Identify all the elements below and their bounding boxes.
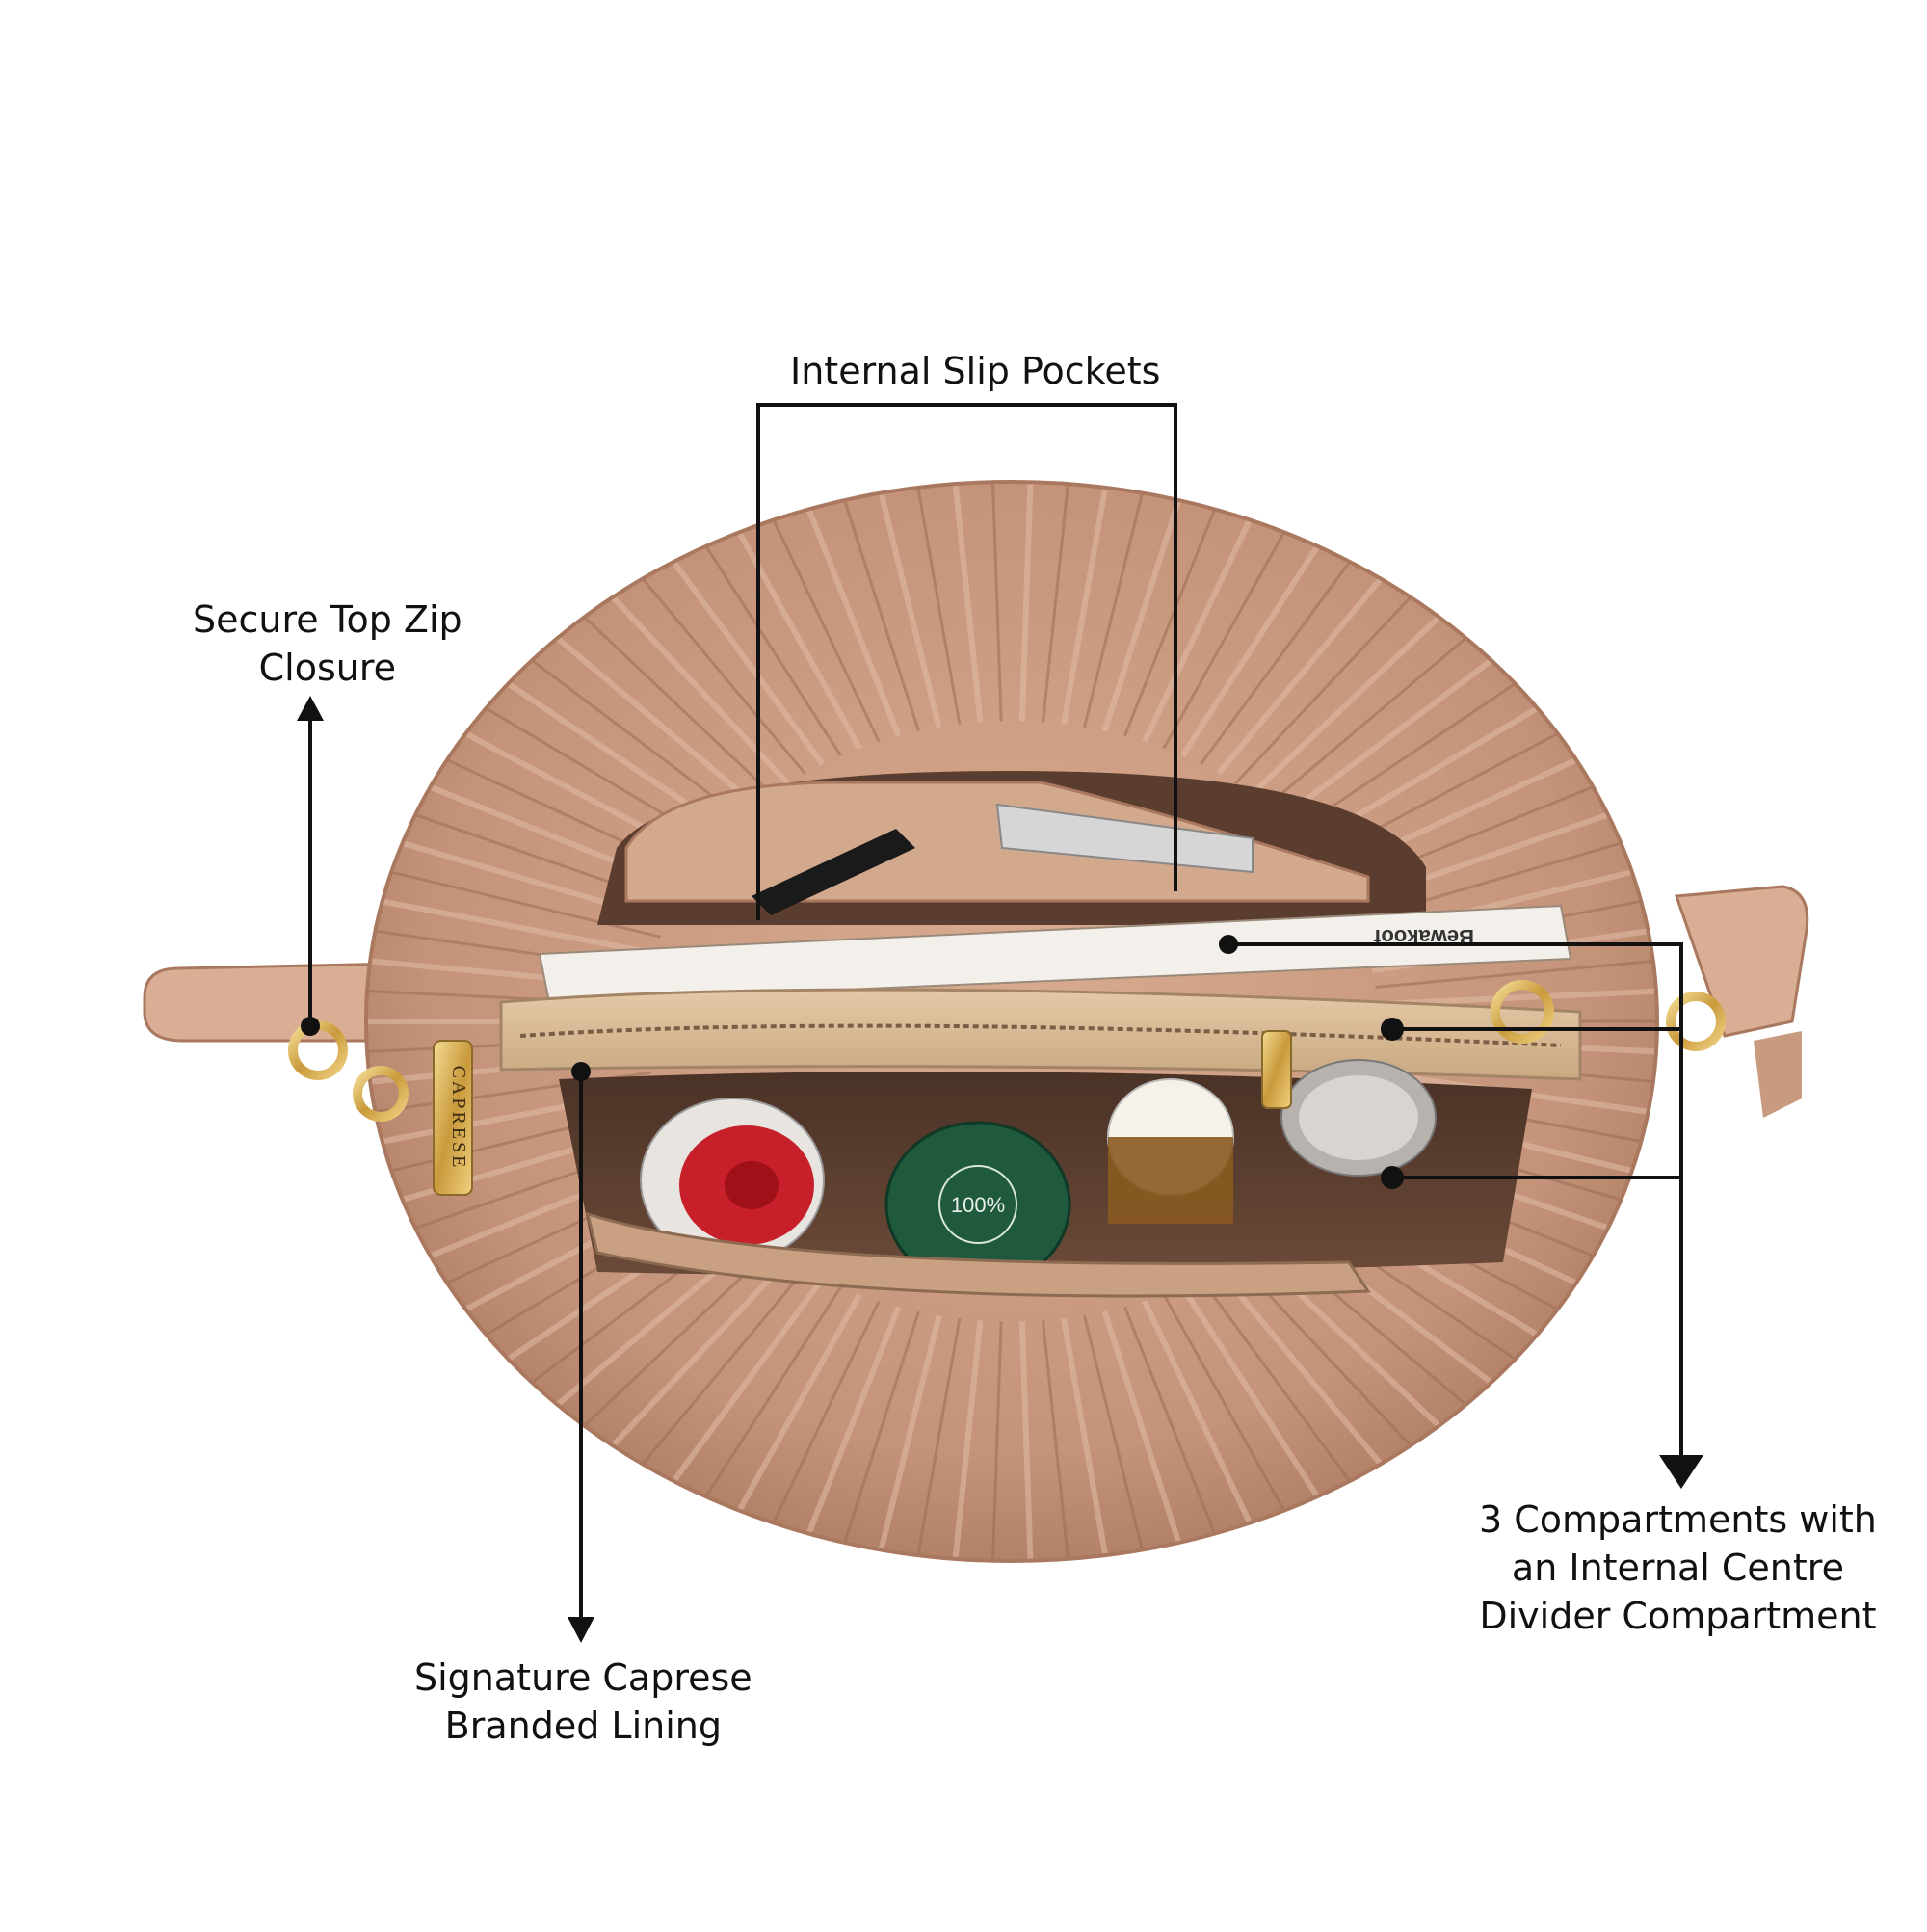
pleat	[1018, 1321, 1035, 1561]
red-bottle	[640, 1098, 825, 1263]
top-zip-label-line-1: Secure Top Zip	[193, 598, 462, 641]
pleat	[1200, 533, 1372, 766]
pleat	[686, 517, 842, 757]
pleat	[833, 1310, 920, 1561]
pleat	[1123, 1306, 1227, 1561]
hardware: CAPRESE	[288, 980, 1726, 1196]
lining-dot	[571, 1062, 591, 1081]
pleat	[1142, 1300, 1266, 1553]
pleat	[949, 1320, 984, 1561]
pleat	[1083, 482, 1151, 728]
pleat	[794, 1306, 902, 1561]
pleat	[1042, 1320, 1073, 1561]
pleat	[1018, 482, 1035, 722]
top-zip-arrowhead	[297, 696, 324, 721]
compartments-label-line-1: 3 Compartments with	[1479, 1498, 1877, 1541]
compartment-dot	[1381, 1166, 1404, 1189]
main-compartment: 100%	[559, 1059, 1532, 1298]
pleat	[758, 490, 881, 743]
top-zip-label-line-2: Closure	[258, 647, 397, 689]
pleat	[1375, 955, 1657, 989]
notebook-dot	[1219, 935, 1238, 954]
caprese-zip-pull	[433, 1040, 473, 1196]
callout-lines	[308, 403, 1683, 1624]
pleat	[586, 569, 791, 786]
pleat	[556, 1247, 774, 1453]
pleat	[990, 482, 1003, 722]
pleat	[833, 482, 920, 732]
pleat	[619, 550, 806, 775]
white-cap-bottle	[1107, 1078, 1234, 1224]
pleat	[1162, 503, 1302, 750]
slip-pockets-bracket	[756, 403, 1177, 920]
pleat	[366, 889, 656, 957]
pleat	[650, 1277, 826, 1511]
pleat	[526, 611, 759, 808]
compartments-label-line-3: Divider Compartment	[1479, 1595, 1877, 1637]
pleat	[949, 482, 984, 723]
pleat	[911, 482, 962, 725]
pleat	[1162, 1293, 1302, 1540]
pleat	[1179, 516, 1338, 758]
silver-tin	[1280, 1059, 1437, 1177]
pleat	[1042, 482, 1073, 723]
pleat	[1294, 660, 1550, 833]
pleat	[1061, 482, 1114, 726]
top-opening	[597, 771, 1426, 925]
lining-arrowhead	[568, 1617, 594, 1643]
zip-pull-brand-text: CAPRESE	[448, 1066, 469, 1171]
pleat	[721, 502, 862, 751]
compartments-arrowhead	[1659, 1455, 1703, 1489]
pleat	[1216, 1267, 1406, 1494]
pleat	[1265, 612, 1496, 807]
pleat	[499, 635, 743, 820]
slip-pockets-label: Internal Slip Pockets	[790, 347, 1160, 395]
compartments-label-line-2: an Internal Centre	[1511, 1547, 1844, 1589]
pleat	[1200, 1277, 1372, 1510]
shoulder-strap	[143, 885, 1809, 1118]
lining-label-line-2: Branded Lining	[444, 1705, 723, 1747]
pleat	[1280, 634, 1525, 821]
pleat	[1083, 1315, 1151, 1561]
pleat	[1061, 1317, 1114, 1561]
pleat	[1372, 1070, 1657, 1122]
callout-arrowheads	[297, 696, 1703, 1643]
compartments-label: 3 Compartments with an Internal Centre D…	[1479, 1495, 1877, 1640]
pleat	[1216, 549, 1406, 776]
pleat	[1249, 589, 1468, 797]
zip-lining-band	[499, 988, 1582, 1081]
pleat	[586, 1257, 791, 1474]
pleat	[686, 1285, 842, 1525]
pleat	[1233, 569, 1437, 785]
pleat	[1101, 1310, 1191, 1561]
compartments-arrow-line	[1228, 942, 1683, 1455]
pleat	[871, 1314, 942, 1561]
divider-dot	[1381, 1018, 1404, 1041]
pleat	[1142, 490, 1266, 743]
jar-label-text: 100%	[951, 1193, 1005, 1217]
lining-label-line-1: Signature Caprese	[414, 1656, 752, 1699]
slip-pockets-label-line: Internal Slip Pockets	[790, 350, 1161, 392]
callout-dots	[301, 935, 1404, 1189]
lining-label: Signature Caprese Branded Lining	[414, 1654, 752, 1750]
pleat	[556, 590, 774, 796]
pleat	[619, 1268, 806, 1493]
pleat	[650, 532, 826, 766]
pleat	[990, 1321, 1003, 1561]
pleat	[758, 1300, 881, 1552]
pleat	[911, 1318, 962, 1561]
pleat	[1179, 1284, 1338, 1526]
pleat	[871, 482, 942, 728]
top-zip-dot	[301, 1017, 320, 1036]
pleat	[794, 482, 902, 737]
pleat	[721, 1292, 862, 1541]
top-zip-label: Secure Top Zip Closure	[193, 595, 462, 692]
